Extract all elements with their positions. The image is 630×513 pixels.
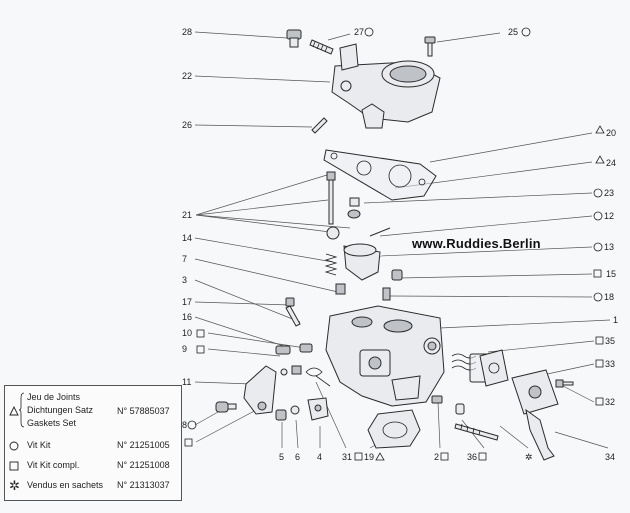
callout-14: 14 xyxy=(182,233,192,243)
callout-36: 36 xyxy=(467,452,477,462)
callout-11: 11 xyxy=(182,377,191,387)
legend-gasket-label-fr: Jeu de Joints xyxy=(27,392,81,402)
svg-text:✲: ✲ xyxy=(525,452,533,462)
part-link-4 xyxy=(307,397,329,421)
part-spring-31 xyxy=(305,367,331,387)
callout-6: 6 xyxy=(295,452,300,462)
part-screw-28 xyxy=(286,29,302,48)
part-gasket-20 xyxy=(323,149,437,201)
part-diaphragm-33 xyxy=(479,349,509,387)
legend-sachets-number: N° 21313037 xyxy=(117,480,170,490)
legend-vit-kit-label: Vit Kit xyxy=(27,440,51,450)
part-washer-6 xyxy=(290,405,300,415)
legend-row-gaskets: Jeu de Joints Dichtungen Satz Gaskets Se… xyxy=(5,392,181,430)
part-washer-36 xyxy=(455,403,465,415)
asterisk-icon: ✲ xyxy=(9,478,20,493)
callout-19: 19 xyxy=(364,452,374,462)
callout-4: 4 xyxy=(317,452,322,462)
triangle-icon xyxy=(9,406,19,416)
callout-34: 34 xyxy=(605,452,615,462)
part-screw-32 xyxy=(555,379,574,388)
callout-20: 20 xyxy=(606,128,616,138)
callout-32: 32 xyxy=(605,397,615,407)
legend-row-sachets: ✲ Vendus en sachets N° 21313037 xyxy=(5,478,181,494)
legend-row-vit-kit-compl: Vit Kit compl. N° 21251008 xyxy=(5,460,181,474)
parts-kit-legend: Jeu de Joints Dichtungen Satz Gaskets Se… xyxy=(4,385,182,501)
legend-vit-kit-compl-label: Vit Kit compl. xyxy=(27,460,80,470)
callout-22: 22 xyxy=(182,71,192,81)
callout-10: 10 xyxy=(182,328,192,338)
callout-15: 15 xyxy=(606,269,616,279)
callout-labels: 28 27 25 22 26 20 24 23 21 12 14 13 7 15… xyxy=(182,27,618,462)
callout-12: 12 xyxy=(604,211,614,221)
callout-18: 18 xyxy=(604,292,614,302)
part-body-1 xyxy=(325,305,445,407)
part-needle-valve-23 xyxy=(347,197,361,219)
callout-3: 3 xyxy=(182,275,187,285)
legend-vit-kit-number: N° 21251005 xyxy=(117,440,170,450)
part-screw-17 xyxy=(275,345,291,355)
callout-17: 17 xyxy=(182,297,192,307)
callout-25: 25 xyxy=(508,27,518,37)
part-spring-14 xyxy=(324,253,338,276)
callout-28: 28 xyxy=(182,27,192,37)
legend-gasket-label-en: Gaskets Set xyxy=(27,418,77,428)
callout-26: 26 xyxy=(182,120,192,130)
circle-icon xyxy=(9,441,19,451)
part-screw-7 xyxy=(335,283,346,295)
part-screw-3 xyxy=(285,297,301,327)
watermark-text: www.Ruddies.Berlin xyxy=(412,236,541,251)
callout-21: 21 xyxy=(182,210,192,220)
legend-row-vit-kit: Vit Kit N° 21251005 xyxy=(5,440,181,454)
part-screw-16 xyxy=(299,343,313,353)
legend-gasket-label-de: Dichtungen Satz xyxy=(27,405,94,415)
part-cover-34 xyxy=(511,369,559,461)
legend-gasket-number: N° 57885037 xyxy=(117,406,170,416)
callout-7: 7 xyxy=(182,254,187,264)
part-ring-9 xyxy=(280,365,302,376)
callout-13: 13 xyxy=(604,242,614,252)
part-jet-21 xyxy=(326,171,340,240)
leader-lines xyxy=(194,31,611,449)
callout-27: 27 xyxy=(354,27,364,37)
callout-1: 1 xyxy=(613,315,618,325)
callout-symbols: ✲ xyxy=(184,27,605,462)
part-plug-15 xyxy=(391,269,403,281)
brace-icon xyxy=(19,392,25,428)
part-needle-rod xyxy=(454,423,499,441)
part-jet-18 xyxy=(382,287,391,301)
part-screw-25 xyxy=(424,36,436,57)
part-pin-12 xyxy=(369,227,391,237)
callout-8: 8 xyxy=(182,420,187,430)
part-needle-26 xyxy=(311,117,328,134)
part-lever-11 xyxy=(243,365,277,415)
part-gasket-19 xyxy=(367,409,421,449)
callout-24: 24 xyxy=(606,158,616,168)
callout-2: 2 xyxy=(434,452,439,462)
callout-31: 31 xyxy=(342,452,352,462)
part-screw-5 xyxy=(275,409,287,421)
legend-vit-kit-compl-number: N° 21251008 xyxy=(117,460,170,470)
callout-5: 5 xyxy=(279,452,284,462)
callout-16: 16 xyxy=(182,312,192,322)
part-spring-screw-27 xyxy=(309,39,334,55)
callout-23: 23 xyxy=(604,188,614,198)
part-cover-22 xyxy=(331,43,441,129)
callout-9: 9 xyxy=(182,344,187,354)
legend-sachets-label: Vendus en sachets xyxy=(27,480,104,490)
part-float-13 xyxy=(343,243,381,281)
callout-35: 35 xyxy=(605,336,615,346)
square-icon xyxy=(9,461,19,471)
callout-33: 33 xyxy=(605,359,615,369)
part-screw-2 xyxy=(431,395,443,404)
part-screw-8 xyxy=(215,401,237,413)
